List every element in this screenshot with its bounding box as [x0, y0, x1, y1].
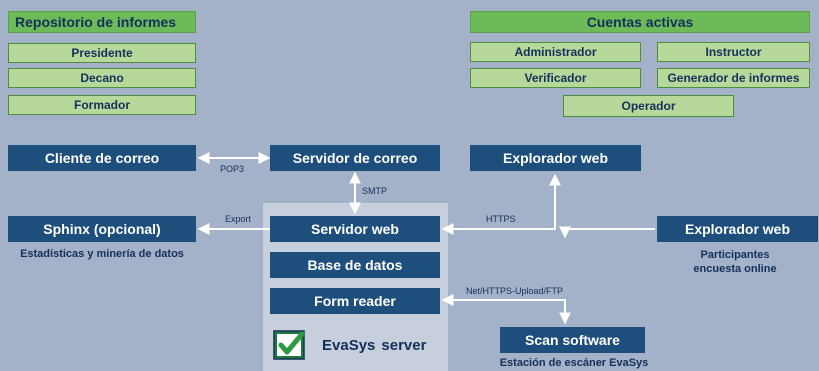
scan-subtitle: Estación de escáner EvaSys [499, 357, 649, 369]
account-item-instructor: Instructor [657, 42, 810, 62]
brand-suffix: server [381, 336, 427, 354]
account-item-verificador: Verificador [470, 68, 641, 88]
scan-software-box: Scan software [500, 327, 645, 353]
upload-connector [441, 294, 571, 325]
form-reader-box: Form reader [270, 288, 440, 314]
sphinx-box: Sphinx (opcional) [8, 216, 196, 242]
https-top-connector [441, 173, 561, 235]
upload-label: Net/HTTPS-Upload/FTP [466, 286, 564, 296]
smtp-label: SMTP [362, 186, 388, 196]
web-browser-right-subtitle: Participantes encuesta online [693, 249, 777, 275]
web-browser-right-box: Explorador web [657, 216, 818, 242]
mail-server-box: Servidor de correo [270, 145, 440, 171]
https-right-connector [559, 226, 655, 239]
export-label: Export [225, 214, 252, 224]
accounts-title: Cuentas activas [586, 14, 694, 30]
sphinx-subtitle: Estadísticas y minería de datos [20, 248, 184, 260]
repository-item-presidente: Presidente [8, 43, 196, 63]
account-item-administrador: Administrador [470, 42, 641, 62]
mail-client-box: Cliente de correo [8, 145, 196, 171]
account-item-generador: Generador de informes [657, 68, 810, 88]
brand-name: EvaSys [322, 336, 376, 354]
checkmark-logo-icon [273, 330, 305, 360]
repository-item-decano: Decano [8, 68, 196, 88]
database-box: Base de datos [270, 252, 440, 278]
repository-item-formador: Formador [8, 95, 196, 115]
accounts-header: Cuentas activas [470, 11, 810, 33]
web-browser-top-box: Explorador web [470, 145, 641, 171]
evasys-logo: EvaSys server [272, 325, 442, 365]
pop3-label: POP3 [220, 164, 245, 174]
web-server-box: Servidor web [270, 216, 440, 242]
https-label: HTTPS [486, 214, 516, 224]
repository-header: Repositorio de informes [8, 11, 196, 33]
repository-title: Repositorio de informes [15, 14, 177, 30]
account-item-operador: Operador [563, 95, 734, 117]
